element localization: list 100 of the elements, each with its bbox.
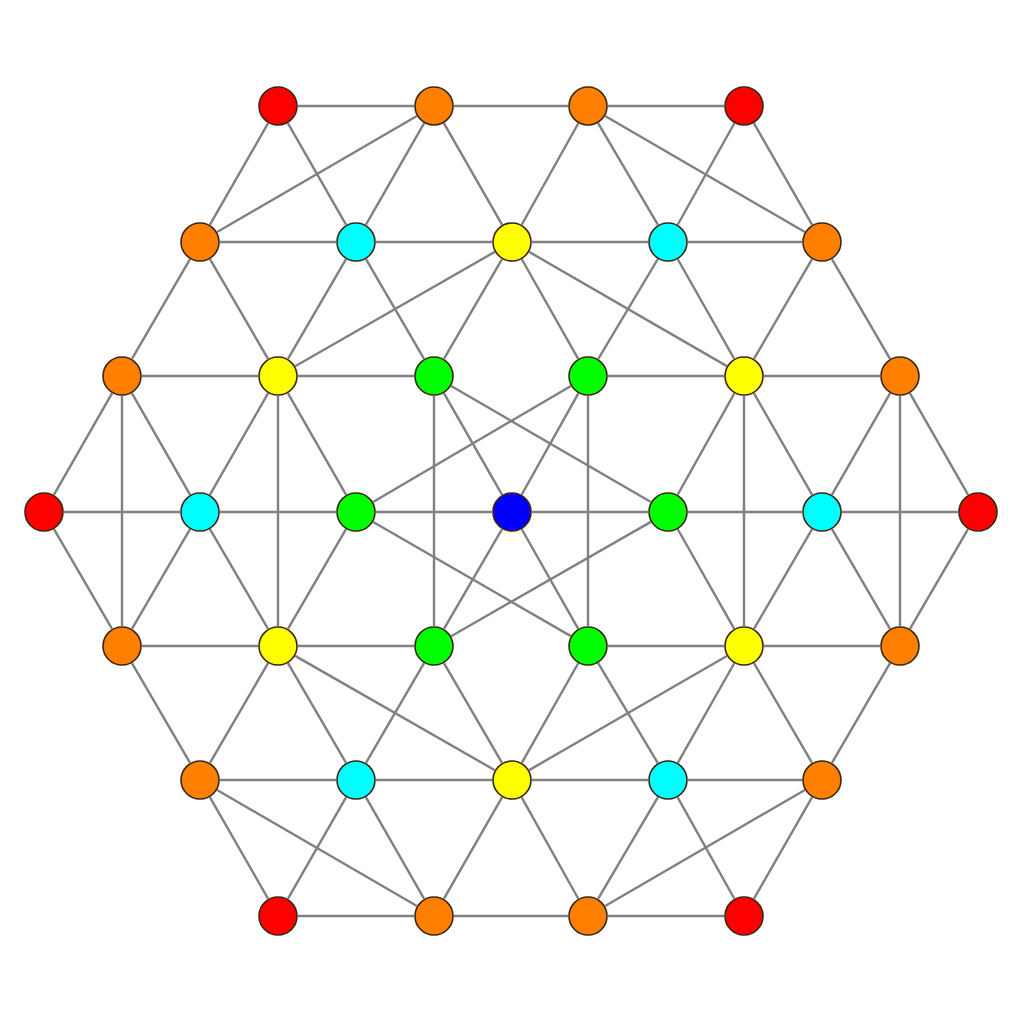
vertex-circle (492, 492, 532, 532)
vertex-circle (724, 86, 764, 126)
edge-line (531, 240, 649, 244)
edge-line (130, 392, 192, 496)
vertex-circle (648, 760, 688, 800)
vertex-circle (568, 356, 608, 396)
vertex-circle (724, 896, 764, 936)
edge-line (208, 392, 270, 496)
edge-line (752, 122, 814, 226)
edge-line (597, 258, 659, 360)
vertex-circle (802, 492, 842, 532)
edge-line (216, 114, 418, 234)
edge-line (676, 662, 736, 764)
edge-line (130, 528, 192, 630)
edge-line (752, 796, 814, 900)
edge-line (141, 644, 259, 648)
edge-line (763, 374, 881, 378)
edge-line (687, 510, 803, 514)
edge-line (364, 662, 426, 764)
edge-line (286, 122, 348, 226)
edge-line (432, 395, 436, 627)
edge-line (607, 104, 725, 108)
edge-line (372, 520, 572, 638)
edge-line (676, 392, 736, 496)
vertex-circle (414, 626, 454, 666)
edge-line (597, 796, 659, 900)
vertex-circle (648, 222, 688, 262)
edge-line (442, 662, 504, 764)
vertex-circle (336, 222, 376, 262)
edge-line (830, 258, 892, 360)
edge-line (276, 395, 280, 627)
edge-line (442, 528, 504, 630)
edge-line (520, 528, 580, 630)
vertex-circle (880, 626, 920, 666)
edge-line (364, 122, 426, 226)
edge-line (208, 528, 270, 630)
edge-line (528, 654, 728, 772)
edge-line (375, 778, 493, 782)
edge-line (597, 662, 659, 764)
vertex-circle (568, 896, 608, 936)
edge-line (520, 258, 580, 360)
vertex-circle (336, 760, 376, 800)
edge-line (604, 114, 806, 234)
vertex-circle (568, 86, 608, 126)
edge-line (676, 528, 736, 630)
edge-line (372, 385, 572, 504)
vertex-circle (492, 760, 532, 800)
edge-line (294, 250, 496, 368)
edge-line (607, 914, 725, 918)
edge-line (130, 662, 192, 764)
edge-line (752, 258, 814, 360)
edge-line (286, 662, 348, 764)
vertex-circle (258, 626, 298, 666)
edge-line (442, 122, 504, 226)
edge-line (450, 384, 652, 504)
vertex-circle (648, 492, 688, 532)
edge-line (520, 122, 580, 226)
edge-line (676, 122, 736, 226)
edge-line (453, 914, 569, 918)
vertex-circle (958, 492, 998, 532)
edge-line (130, 258, 192, 360)
edge-line (286, 528, 348, 630)
vertex-circle (492, 222, 532, 262)
edge-line (898, 395, 902, 627)
edge-line (375, 240, 493, 244)
edge-line (442, 392, 504, 496)
edge-line (219, 778, 337, 782)
vertex-circle (414, 356, 454, 396)
edge-line (752, 528, 814, 630)
edge-line (908, 528, 970, 630)
edge-line (297, 914, 415, 918)
edge-line (442, 258, 504, 360)
vertex-circle (802, 222, 842, 262)
edge-line (286, 392, 348, 496)
edge-line (208, 122, 270, 226)
edge-line (286, 796, 348, 900)
edge-line (531, 778, 649, 782)
vertex-circle (414, 896, 454, 936)
edge-line (141, 374, 259, 378)
edge-line (830, 662, 892, 764)
edge-line (442, 796, 504, 900)
edge-line (908, 392, 970, 496)
edge-line (219, 240, 337, 244)
edge-line (841, 510, 959, 514)
edge-line (597, 122, 659, 226)
edge-line (687, 778, 803, 782)
edge-line (297, 104, 415, 108)
edge-line (453, 104, 569, 108)
edge-line (208, 258, 270, 360)
vertex-circle (24, 492, 64, 532)
vertex-circle (180, 222, 220, 262)
edge-line (219, 510, 337, 514)
edge-line (676, 258, 736, 360)
vertex-circle (724, 626, 764, 666)
edge-line (208, 796, 270, 900)
edge-line (604, 788, 806, 908)
edge-line (676, 796, 736, 900)
edge-line (297, 374, 415, 378)
edge-line (742, 395, 746, 627)
vertex-circle (258, 86, 298, 126)
